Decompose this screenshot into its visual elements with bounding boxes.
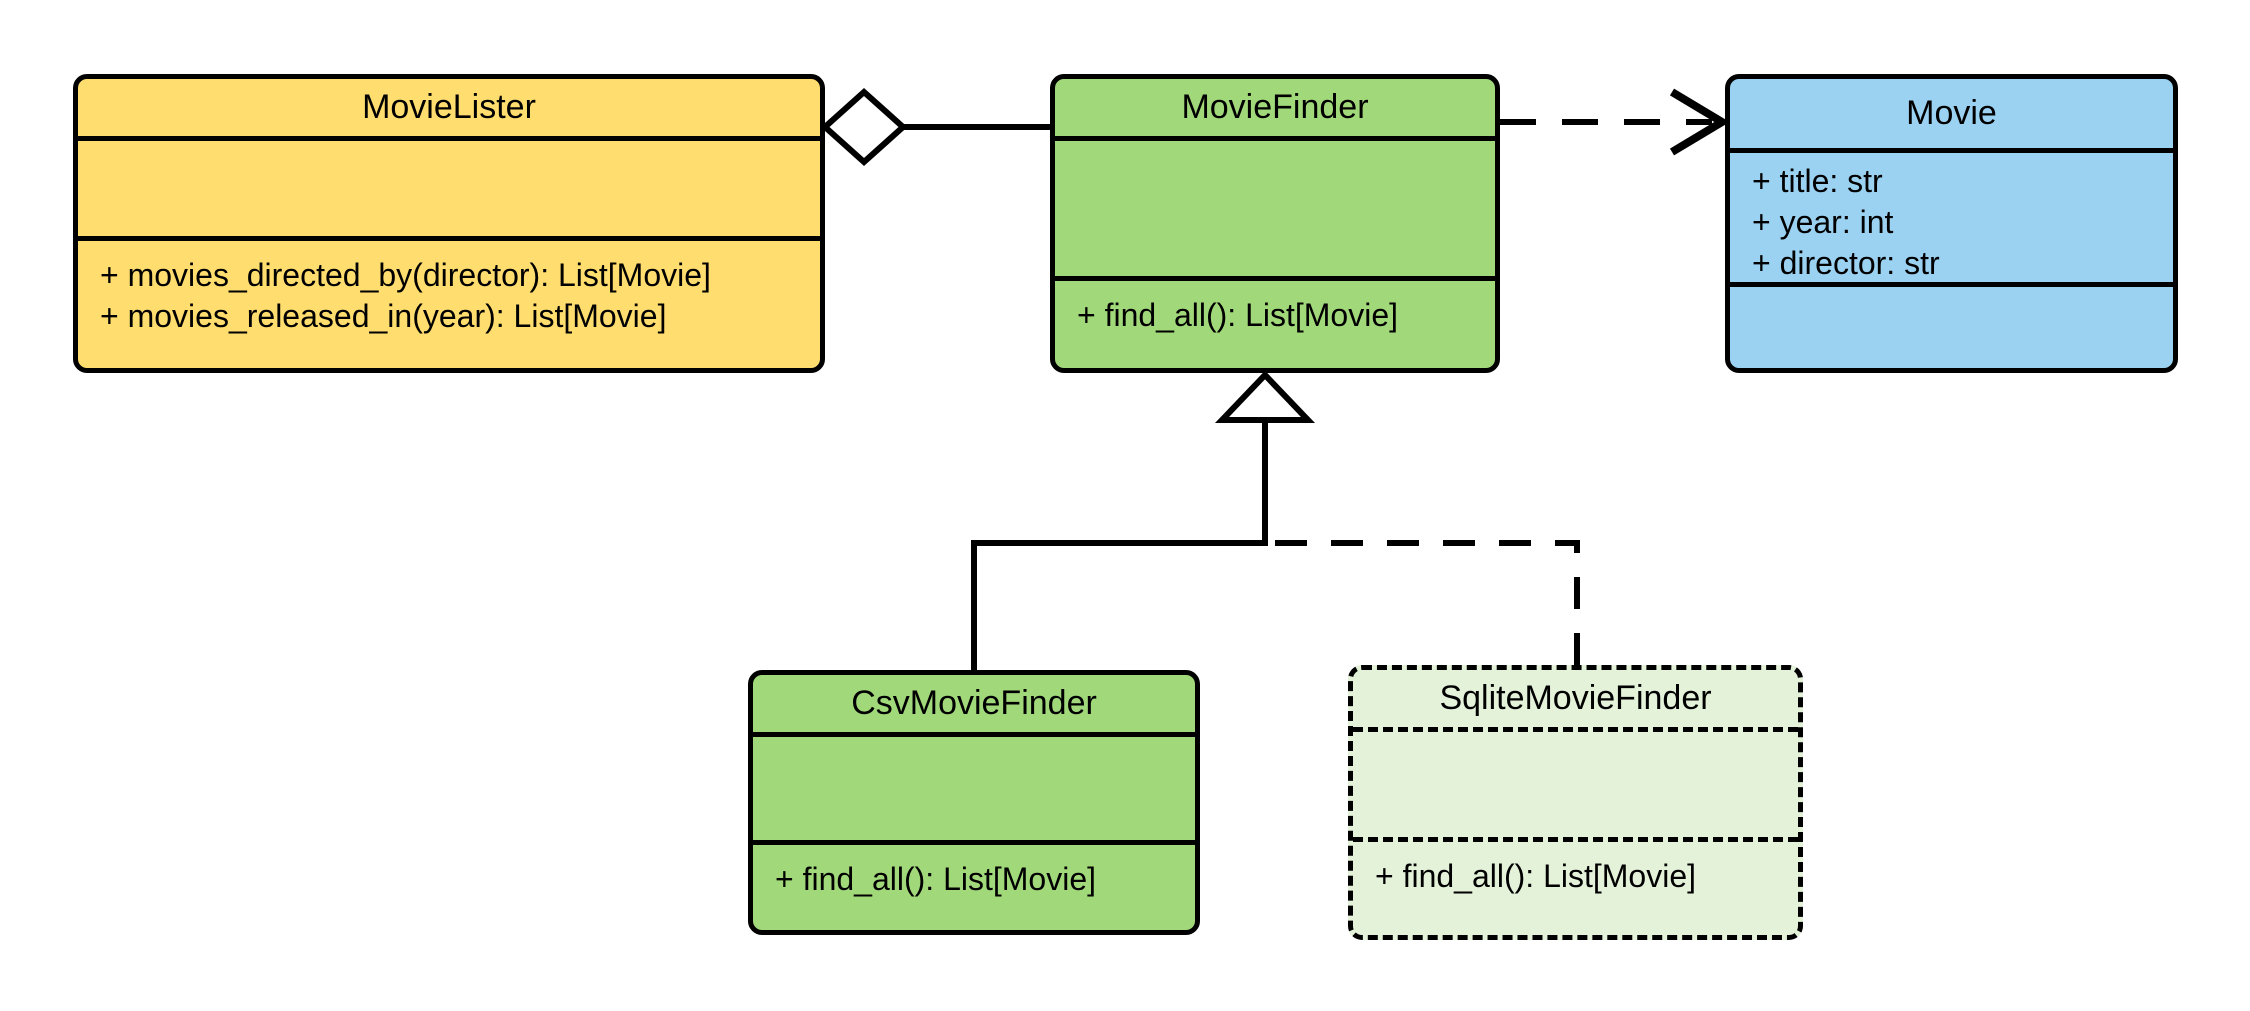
class-box-movie[interactable]: Movie + title: str + year: int + directo… (1725, 74, 2178, 373)
class-methods-compartment: + find_all(): List[Movie] (1055, 281, 1495, 368)
hollow-triangle-icon (1214, 370, 1316, 423)
open-arrow-icon (1669, 88, 1730, 156)
class-methods-compartment (1730, 287, 2173, 368)
class-box-moviefinder[interactable]: MovieFinder + find_all(): List[Movie] (1050, 74, 1500, 373)
class-methods-compartment: + movies_directed_by(director): List[Mov… (78, 241, 820, 368)
class-methods-compartment: + find_all(): List[Movie] (753, 845, 1195, 930)
class-title-compartment: CsvMovieFinder (753, 675, 1195, 737)
class-method-item: + movies_released_in(year): List[Movie] (100, 297, 667, 334)
generalization-sqlitemoviefinder-moviefinder[interactable] (1262, 420, 1580, 665)
generalization-line-solid (971, 420, 1268, 670)
class-name-label: Movie (1906, 93, 1997, 132)
class-methods-compartment: + find_all(): List[Movie] (1353, 842, 1798, 935)
generalization-csvmoviefinder-moviefinder[interactable] (971, 420, 1268, 670)
class-box-movielister[interactable]: MovieLister + movies_directed_by(directo… (73, 74, 825, 373)
class-name-label: SqliteMovieFinder (1439, 678, 1712, 717)
class-attribute-item: + year: int (1752, 203, 1894, 240)
class-attributes-compartment: + title: str + year: int + director: str (1730, 153, 2173, 287)
class-name-label: MovieFinder (1181, 87, 1369, 126)
class-name-label: MovieLister (362, 87, 536, 126)
dependency-moviefinder-movie[interactable] (1500, 88, 1730, 156)
class-attributes-compartment (1055, 141, 1495, 281)
class-attributes-compartment (78, 141, 820, 241)
generalization-line-dashed (1262, 420, 1580, 665)
class-method-item: + find_all(): List[Movie] (1077, 297, 1399, 333)
class-method-item: + movies_directed_by(director): List[Mov… (100, 257, 711, 293)
class-name-label: CsvMovieFinder (851, 683, 1097, 722)
class-title-compartment: MovieFinder (1055, 79, 1495, 141)
class-attribute-item: + title: str (1752, 163, 1883, 199)
class-title-compartment: Movie (1730, 79, 2173, 153)
class-attributes-compartment (753, 737, 1195, 845)
class-title-compartment: SqliteMovieFinder (1353, 670, 1798, 732)
class-method-item: + find_all(): List[Movie] (775, 861, 1097, 897)
hollow-diamond-icon (820, 87, 908, 167)
class-box-csvmoviefinder[interactable]: CsvMovieFinder + find_all(): List[Movie] (748, 670, 1200, 935)
class-attribute-item: + director: str (1752, 244, 1940, 281)
class-title-compartment: MovieLister (78, 79, 820, 141)
class-attributes-compartment (1353, 732, 1798, 842)
aggregation-movielister-moviefinder[interactable] (820, 87, 1050, 167)
class-box-sqlitemoviefinder[interactable]: SqliteMovieFinder + find_all(): List[Mov… (1348, 665, 1803, 940)
class-method-item: + find_all(): List[Movie] (1375, 858, 1697, 894)
